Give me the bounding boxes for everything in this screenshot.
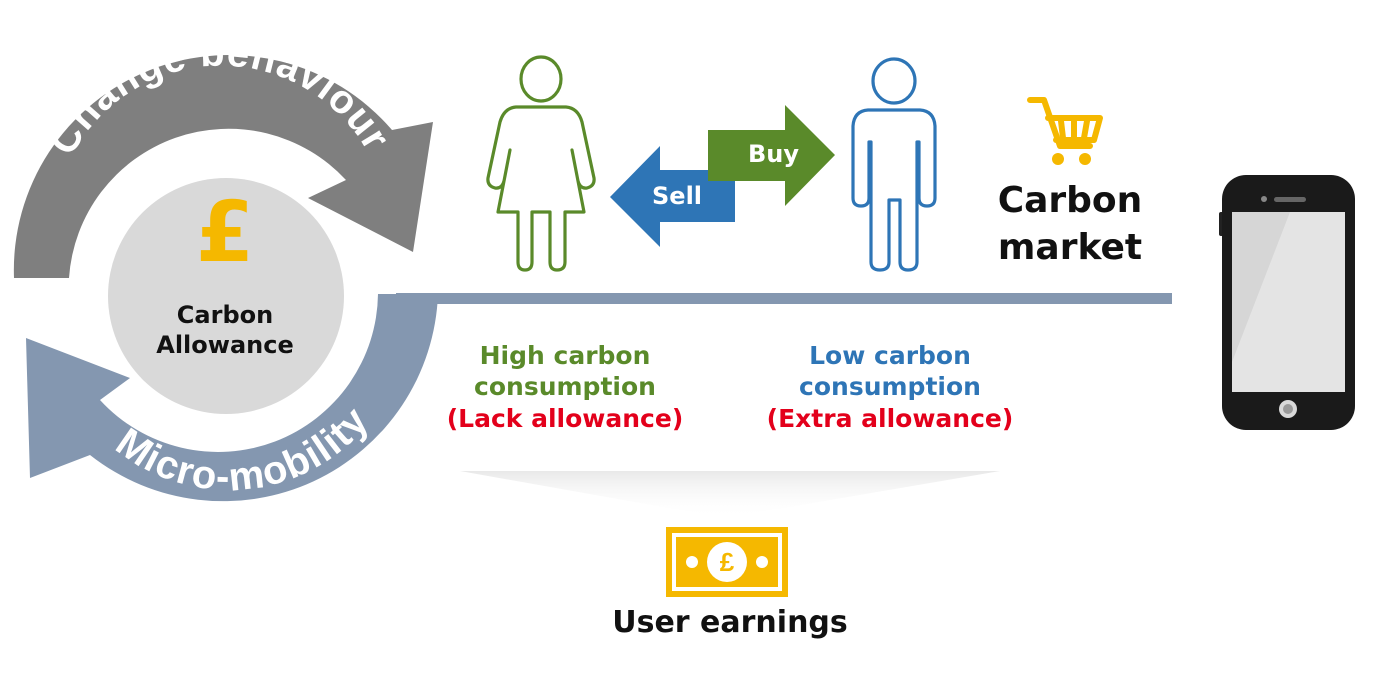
buy-label: Buy (748, 140, 800, 168)
high-consumption-label: High carbon consumption (Lack allowance) (425, 340, 705, 434)
sell-label: Sell (652, 182, 703, 210)
carbon-allowance-line1: Carbon (176, 301, 274, 329)
divider-line (396, 293, 1172, 304)
low-consumption-label: Low carbon consumption (Extra allowance) (750, 340, 1030, 434)
pound-symbol: £ (195, 183, 255, 281)
high-consumption-line1: High carbon (479, 341, 651, 370)
carbon-market-line1: Carbon (997, 180, 1143, 221)
buy-arrow (708, 105, 835, 206)
carbon-market-label: Carbon market (990, 178, 1150, 272)
sell-arrow (610, 146, 735, 247)
shopping-cart-icon (1027, 97, 1103, 149)
carbon-allowance-line2: Allowance (156, 331, 294, 359)
smartphone-icon (1219, 175, 1355, 430)
banknote-icon (666, 527, 788, 597)
carbon-market-line2: market (997, 226, 1143, 268)
earnings-funnel (460, 471, 1000, 518)
low-consumption-line2: consumption (799, 372, 981, 402)
extra-allowance-label: (Extra allowance) (766, 403, 1014, 433)
low-consumption-line1: Low carbon (809, 341, 971, 370)
lack-allowance-label: (Lack allowance) (446, 403, 684, 433)
carbon-allowance-circle (108, 178, 344, 414)
cart-wheel-left (1052, 153, 1064, 165)
carbon-allowance-label: Carbon Allowance (125, 300, 325, 360)
cart-wheel-right (1079, 153, 1091, 165)
woman-user-icon (486, 55, 596, 272)
banknote-pound-symbol: £ (720, 547, 735, 577)
high-consumption-line2: consumption (474, 372, 656, 402)
man-user-icon (851, 57, 937, 272)
user-earnings-label: User earnings (612, 605, 848, 640)
